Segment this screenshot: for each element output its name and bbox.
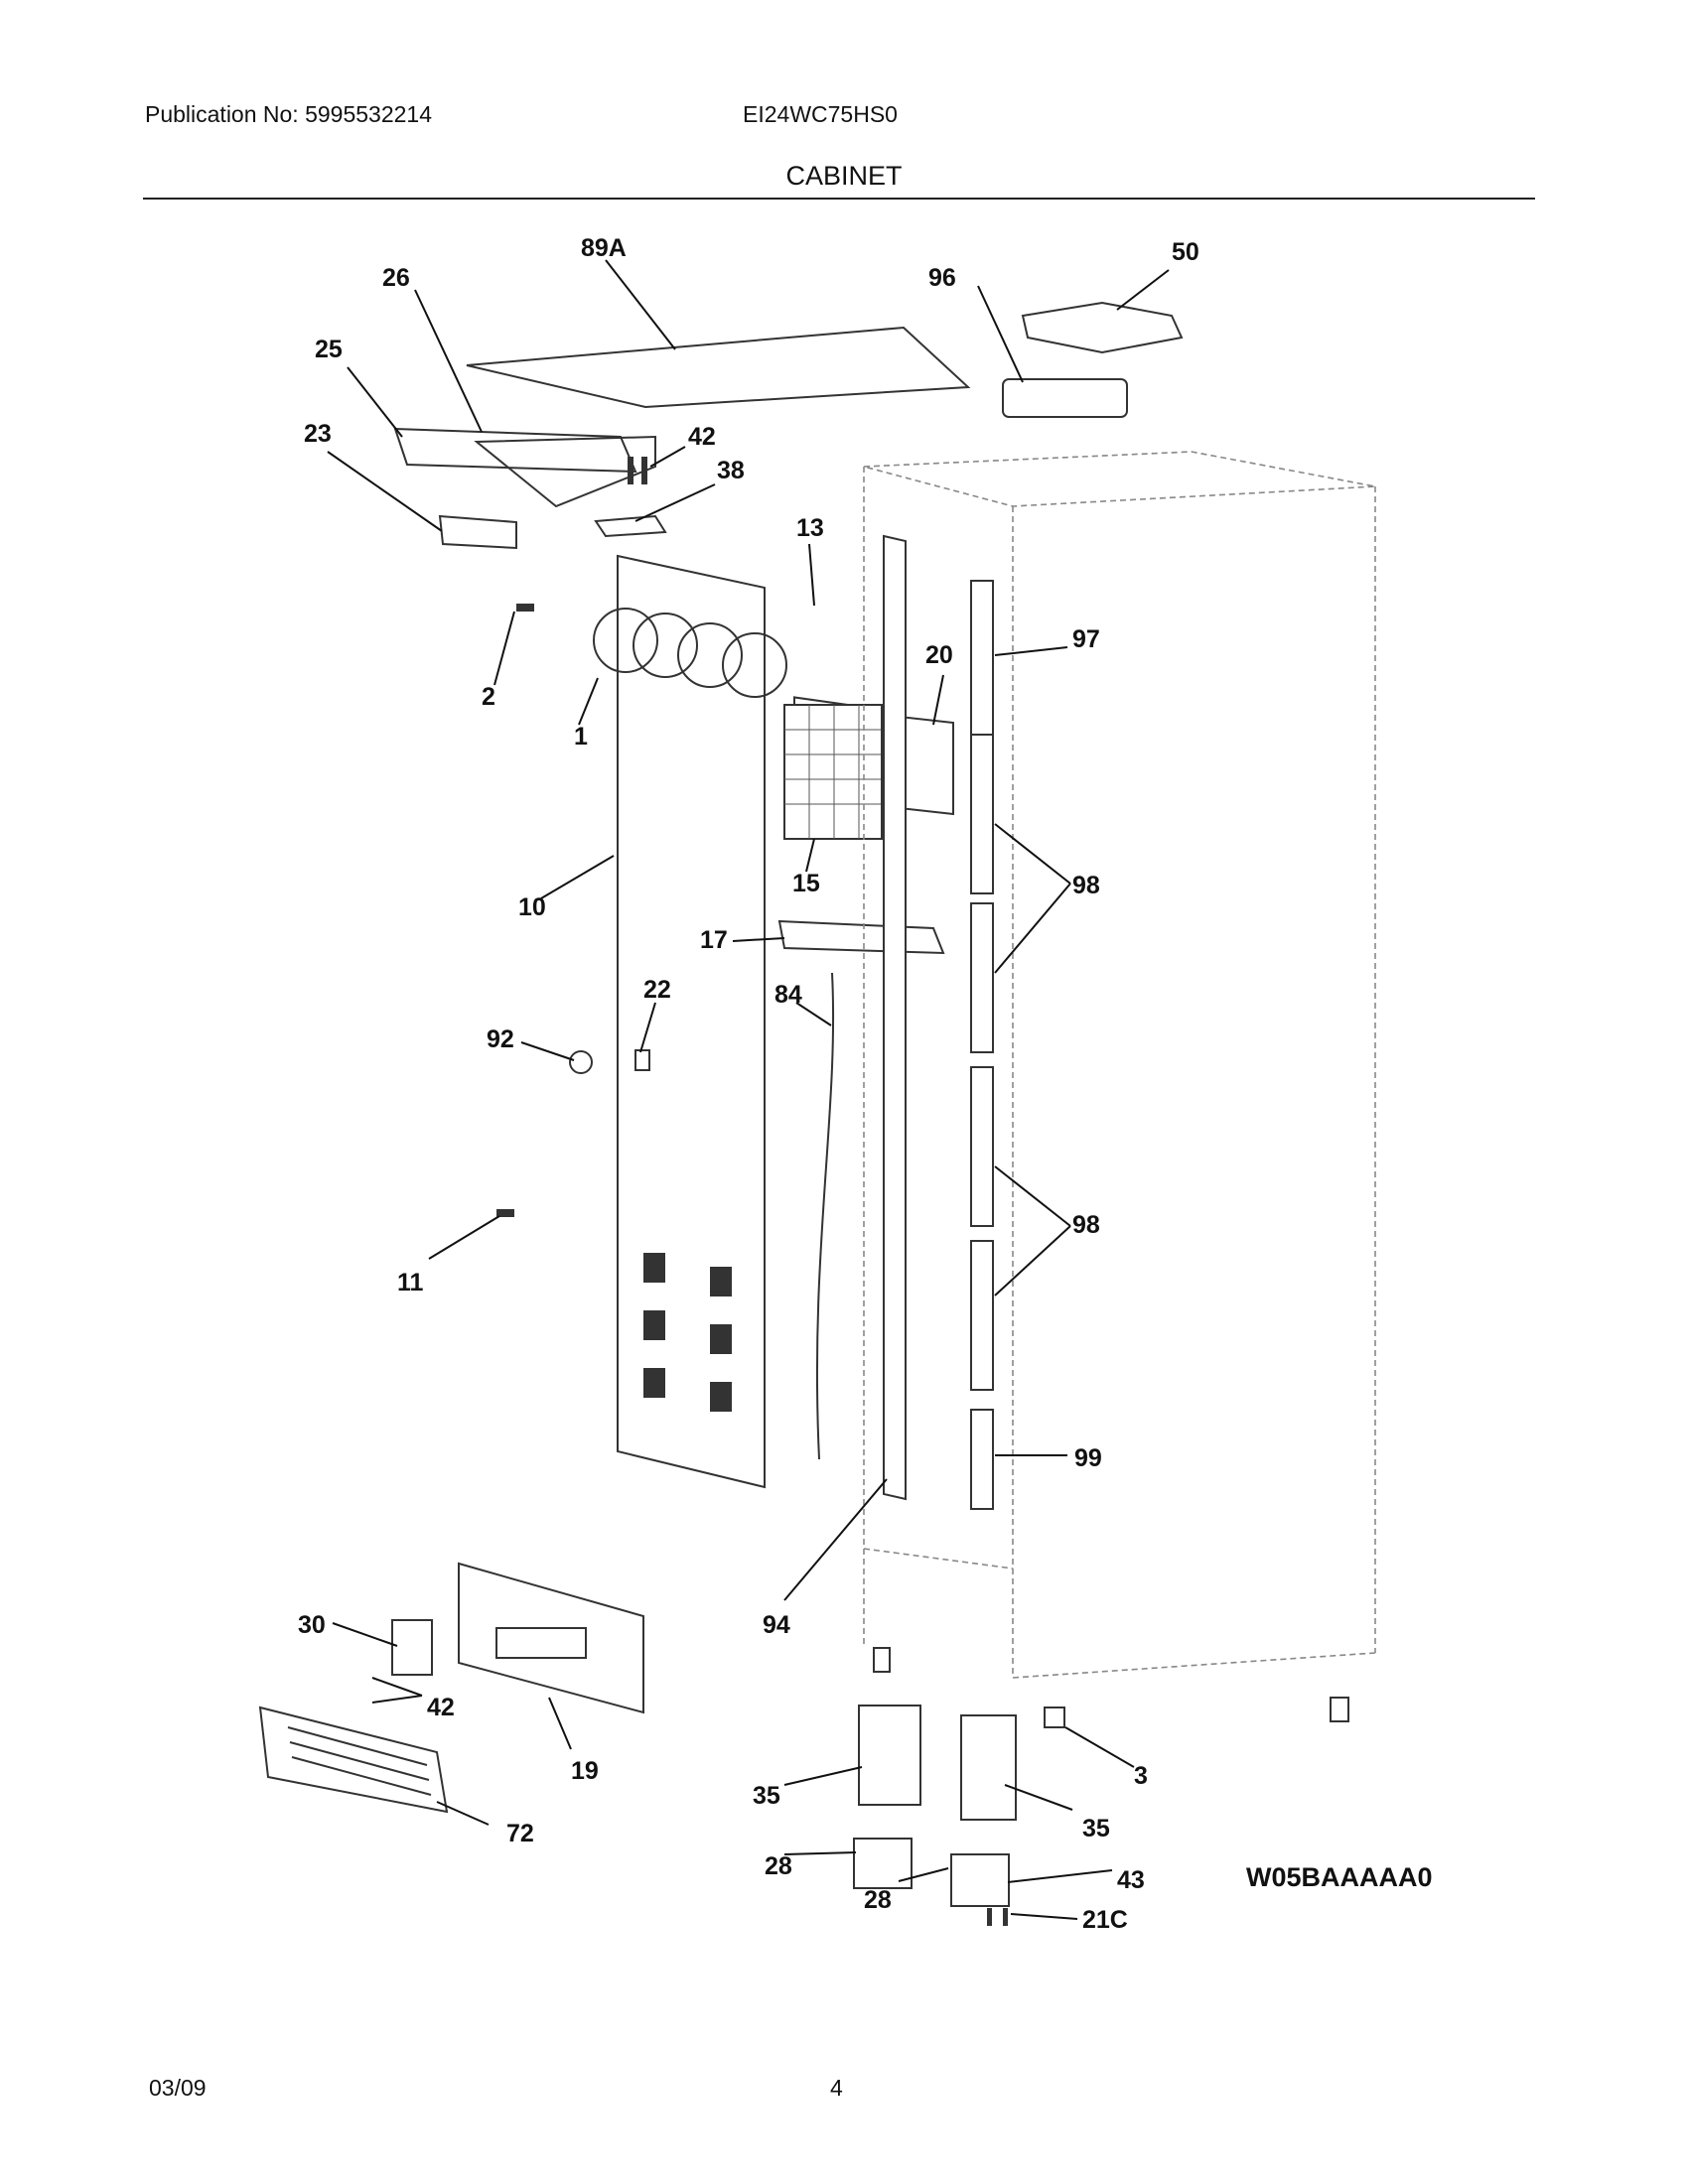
callout-21C: 21C	[1082, 1906, 1128, 1934]
small-part	[569, 1050, 593, 1074]
cabinet-outline	[863, 451, 1376, 1679]
callout-98: 98	[1072, 872, 1100, 899]
drain-tube	[815, 972, 835, 1460]
callout-28-lower: 28	[864, 1886, 892, 1914]
callout-42-lower: 42	[427, 1694, 455, 1721]
fan	[633, 613, 698, 678]
callout-3: 3	[1134, 1762, 1148, 1790]
leg-cover	[858, 1705, 921, 1806]
gasket-strips	[970, 580, 994, 1510]
model-number: EI24WC75HS0	[743, 101, 898, 127]
callout-98-lower: 98	[1072, 1211, 1100, 1239]
callout-13: 13	[796, 514, 824, 542]
callout-28: 28	[765, 1852, 792, 1880]
plate	[594, 514, 667, 538]
callout-84: 84	[774, 981, 802, 1009]
control-panel	[393, 427, 637, 474]
callout-30: 30	[298, 1611, 326, 1639]
leader-lines	[327, 259, 1170, 1920]
leg-cover	[960, 1714, 1017, 1821]
top-panel	[466, 326, 971, 409]
publication-number: Publication No: 5995532214	[145, 101, 433, 127]
callout-42: 42	[688, 423, 716, 451]
screw	[1003, 1908, 1008, 1926]
callout-99: 99	[1074, 1444, 1102, 1472]
cover	[1002, 378, 1128, 418]
back-panel	[617, 554, 766, 1489]
callout-94: 94	[763, 1611, 790, 1639]
callout-17: 17	[700, 926, 728, 954]
callout-19: 19	[571, 1757, 599, 1785]
callout-20: 20	[925, 641, 953, 669]
callout-50: 50	[1172, 238, 1199, 266]
screw	[987, 1908, 992, 1926]
screw	[496, 1209, 514, 1217]
callout-72: 72	[506, 1820, 534, 1847]
leveling-foot	[1044, 1706, 1065, 1728]
screw	[628, 457, 633, 484]
bracket	[391, 1619, 433, 1676]
condenser	[783, 704, 883, 840]
hinge-strip	[883, 534, 907, 1501]
kick-plate	[458, 1562, 644, 1714]
callout-89A: 89A	[581, 234, 627, 262]
callout-96: 96	[928, 264, 956, 292]
drain-tray	[777, 919, 945, 955]
page-title: CABINET	[785, 161, 903, 191]
fan	[677, 622, 743, 688]
screw	[516, 604, 534, 612]
callout-2: 2	[482, 683, 495, 711]
screw	[641, 457, 647, 484]
callout-10: 10	[518, 893, 546, 921]
leveling-foot	[873, 1647, 891, 1673]
callout-35-right: 35	[1082, 1815, 1110, 1843]
fan	[722, 632, 787, 698]
callout-38: 38	[717, 457, 745, 484]
footer-date: 03/09	[149, 2075, 207, 2101]
callout-97: 97	[1072, 625, 1100, 653]
condenser-grid	[784, 705, 882, 839]
control-panel-back	[474, 435, 656, 508]
callout-26: 26	[382, 264, 410, 292]
fan	[593, 608, 658, 673]
callout-35: 35	[753, 1782, 780, 1810]
header-rule	[143, 198, 1535, 200]
callout-23: 23	[304, 420, 332, 448]
roller-bracket	[950, 1853, 1010, 1907]
diagram-code: W05BAAAAA0	[1246, 1862, 1433, 1892]
callout-1: 1	[574, 723, 588, 751]
page-number: 4	[830, 2075, 843, 2101]
bracket	[438, 514, 517, 550]
small-part	[634, 1049, 650, 1071]
vent-slots	[643, 1253, 732, 1412]
callout-25: 25	[315, 336, 343, 363]
callout-22: 22	[643, 976, 671, 1004]
control-box	[1021, 301, 1184, 354]
callout-92: 92	[487, 1025, 514, 1053]
callout-11: 11	[397, 1269, 424, 1297]
kick-plate-slot	[495, 1627, 587, 1659]
leveling-foot	[1330, 1697, 1349, 1722]
callout-43: 43	[1117, 1866, 1145, 1894]
callout-15: 15	[792, 870, 820, 897]
callout-labels: 89A 26 96 50 25 42 38 23 13 2 97 20 1 15…	[298, 234, 1433, 1934]
